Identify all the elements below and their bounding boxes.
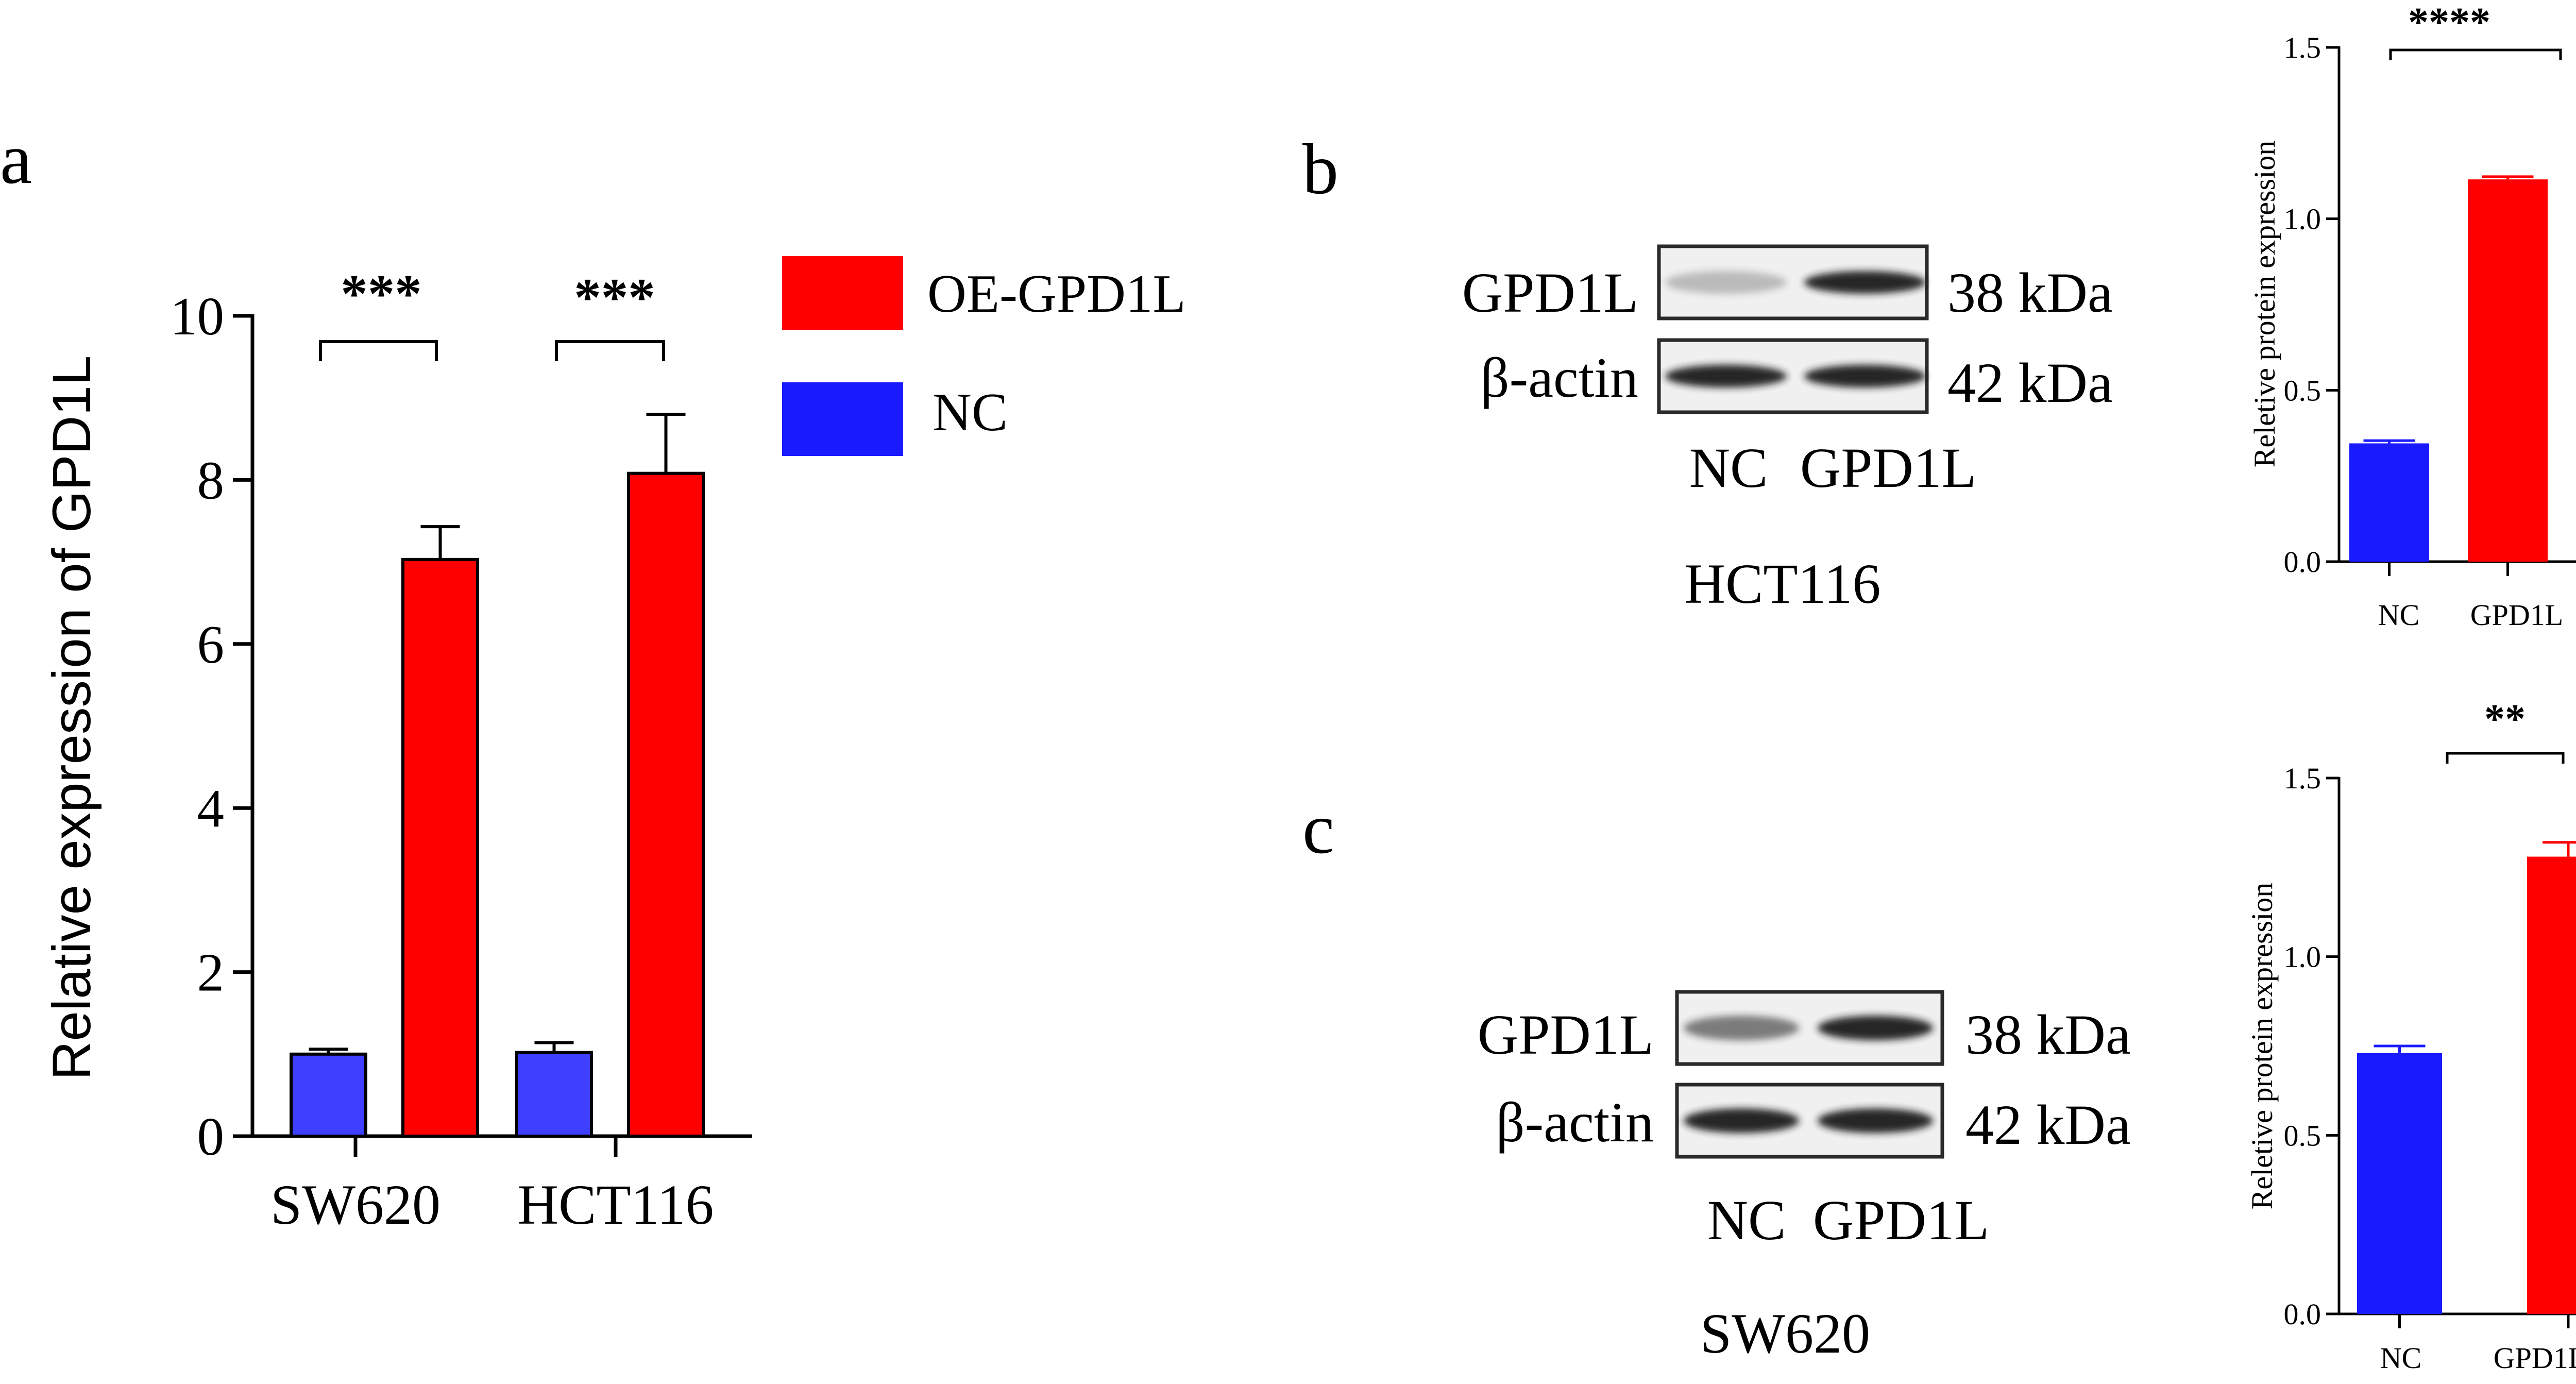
chart-b-xtick-label: GPD1L xyxy=(2470,598,2563,632)
chart-c-xtick-label: GPD1L xyxy=(2494,1341,2576,1375)
chart-a-ylabel: Relative expression of GPD1L xyxy=(42,356,102,1081)
blot-b-band xyxy=(1665,365,1787,387)
blot-b-band xyxy=(1804,365,1926,387)
chart-c-significance-bracket xyxy=(2446,752,2565,764)
chart-c: Reletive protein expression ** NC GPD1L … xyxy=(2245,697,2576,1375)
chart-b-ylabel: Reletive protein expression xyxy=(2248,141,2281,468)
chart-b-ytick-label: 1.0 xyxy=(2284,202,2321,236)
chart-a-xtick-label: HCT116 xyxy=(518,1173,714,1236)
blot-b-cell-line: HCT116 xyxy=(1685,552,1881,615)
chart-b-bar xyxy=(2468,179,2548,562)
chart-a-ytick-label: 10 xyxy=(170,286,224,346)
chart-c-ytick-label: 0.5 xyxy=(2284,1119,2321,1152)
blot-c-band xyxy=(1818,1016,1933,1040)
chart-c-ytick-label: 1.5 xyxy=(2284,762,2321,795)
chart-a-significance-bracket xyxy=(319,340,438,361)
chart-a-significance: *** xyxy=(574,267,655,327)
blot-c-cell-line: SW620 xyxy=(1700,1302,1870,1365)
panel-b-letter: b xyxy=(1302,129,1338,209)
blot-c-band xyxy=(1818,1108,1933,1133)
blot-c-lane-label: GPD1L xyxy=(1813,1189,1989,1252)
legend-swatch-nc xyxy=(782,382,903,456)
blot-b-band xyxy=(1804,271,1926,294)
chart-c-bar xyxy=(2527,856,2576,1314)
chart-a-bar xyxy=(515,1051,593,1138)
chart-c-ytick-label: 0.0 xyxy=(2284,1297,2321,1331)
blot-c-row-label: β-actin xyxy=(1496,1091,1654,1154)
blot-c-kda-label: 38 kDa xyxy=(1965,1003,2131,1066)
chart-a-ytick-label: 0 xyxy=(197,1106,225,1167)
legend-swatch-oe-gpd1l xyxy=(782,256,903,330)
blot-b-row-label: β-actin xyxy=(1481,346,1638,409)
chart-b-ytick-label: 0.5 xyxy=(2284,374,2321,407)
chart-b-bar xyxy=(2349,443,2429,562)
chart-b-significance: **** xyxy=(2408,0,2490,45)
chart-a-ytick-label: 4 xyxy=(197,778,225,838)
chart-b-ytick-label: 1.5 xyxy=(2284,31,2321,64)
blot-c-row-label: GPD1L xyxy=(1478,1003,1654,1066)
chart-c-bar xyxy=(2357,1053,2442,1314)
blot-c-kda-label: 42 kDa xyxy=(1965,1093,2131,1156)
blot-b-kda-label: 38 kDa xyxy=(1947,261,2113,324)
legend-label-oe-gpd1l: OE-GPD1L xyxy=(927,263,1186,324)
western-blot-c: GPD1L β-actin 38 kDa 42 kDa NC GPD1L SW6… xyxy=(1478,990,2131,1365)
blot-c-band xyxy=(1684,1108,1799,1133)
chart-c-xtick-label: NC xyxy=(2380,1341,2422,1375)
chart-b: Reletive protein expression **** NC GPD1… xyxy=(2248,0,2576,632)
panel-a-letter: a xyxy=(0,119,32,199)
blot-b-lane-label: NC xyxy=(1689,436,1768,499)
blot-b-kda-label: 42 kDa xyxy=(1947,351,2113,414)
chart-a-significance-bracket xyxy=(555,340,665,361)
chart-a-bar xyxy=(290,1052,367,1138)
blot-c-band xyxy=(1684,1016,1799,1040)
blot-b-row-label: GPD1L xyxy=(1462,261,1638,324)
chart-c-significance: ** xyxy=(2484,697,2526,742)
western-blot-b: GPD1L β-actin 38 kDa 42 kDa NC GPD1L HCT… xyxy=(1462,244,2113,615)
blot-c-lane-label: NC xyxy=(1707,1189,1786,1252)
chart-a-significance: *** xyxy=(341,263,422,324)
blot-b-lane-label: GPD1L xyxy=(1800,436,1976,499)
chart-b-ytick-label: 0.0 xyxy=(2284,545,2321,579)
chart-a-ytick-label: 6 xyxy=(197,614,225,674)
chart-a-ytick-label: 2 xyxy=(197,942,225,1003)
chart-a: Relative expression of GPD1L SW620 HCT11… xyxy=(42,256,1186,1236)
chart-c-ylabel: Reletive protein expression xyxy=(2245,883,2279,1210)
blot-b-band xyxy=(1665,271,1787,294)
legend-label-nc: NC xyxy=(933,382,1008,442)
chart-a-bar xyxy=(627,471,705,1138)
chart-a-xtick-label: SW620 xyxy=(270,1173,440,1236)
chart-a-ytick-label: 8 xyxy=(197,450,225,510)
panel-c-letter: c xyxy=(1302,789,1334,869)
chart-b-significance-bracket xyxy=(2389,48,2562,60)
chart-b-xtick-label: NC xyxy=(2378,598,2420,632)
chart-c-ytick-label: 1.0 xyxy=(2284,940,2321,974)
chart-a-bar xyxy=(401,558,479,1138)
